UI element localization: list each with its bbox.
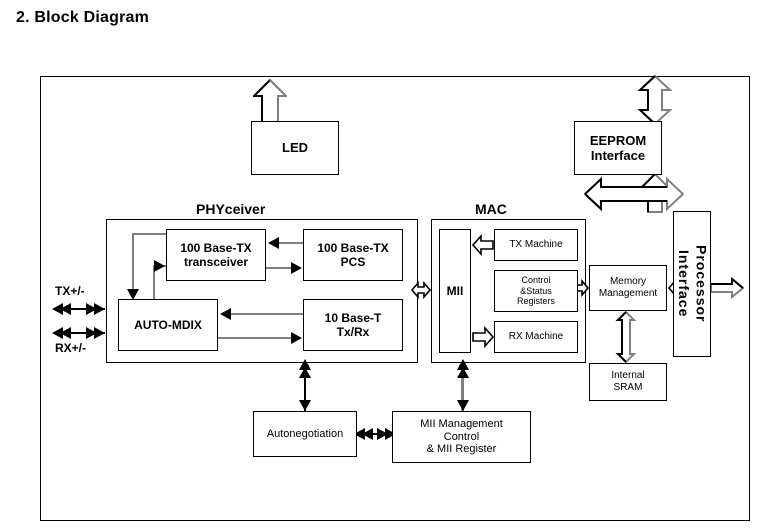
phy-mac-bidirectional-arrow-icon: [411, 279, 431, 301]
processor-interface-output-arrow-icon: [710, 277, 744, 299]
arrowhead-mac-miimgmt-up-inner: [457, 367, 469, 378]
block-eeprom-interface[interactable]: EEPROM Interface: [574, 121, 662, 175]
arrowhead-phyceiver-autoneg-up: [299, 359, 311, 370]
arrow-line-phyceiver-autoneg: [304, 363, 306, 411]
memory-sram-bus-arrow-icon: [615, 311, 637, 363]
arrow-line-automdix-to-10baset: [218, 337, 292, 339]
block-mii[interactable]: MII: [439, 229, 471, 353]
block-autonegotiation[interactable]: Autonegotiation: [253, 411, 357, 457]
block-auto-mdix[interactable]: AUTO-MDIX: [118, 299, 218, 351]
arrowhead-pcs-to-transceiver: [268, 237, 279, 249]
eeprom-bidirectional-arrow-icon: [638, 75, 672, 125]
block-mii-management[interactable]: MII Management Control & MII Register: [392, 411, 531, 463]
arrow-line-transceiver-to-pcs: [266, 267, 292, 269]
arrowhead-transceiver-to-pcs: [291, 262, 302, 274]
arrowhead-tx-pair-right-inner: [86, 303, 97, 315]
arrowhead-tx-pair-left: [52, 303, 63, 315]
block-internal-sram[interactable]: Internal SRAM: [589, 363, 667, 401]
block-10base-t-txrx[interactable]: 10 Base-T Tx/Rx: [303, 299, 403, 351]
arrowhead-rx-pair-right: [94, 327, 105, 339]
diagram-frame: LED EEPROM Interface PHYceiver 100 Base-…: [40, 75, 750, 521]
block-rx-machine[interactable]: RX Machine: [494, 321, 578, 353]
tx-machine-to-mii-arrow-icon: [472, 234, 494, 256]
arrowhead-phyceiver-autoneg-up-inner: [299, 367, 311, 378]
block-control-status-registers[interactable]: Control &Status Registers: [494, 270, 578, 312]
arrow-line-mac-miimgmt: [461, 363, 464, 411]
block-memory-management[interactable]: Memory Management: [589, 265, 667, 311]
arrow-line-10baset-to-automdix: [231, 313, 303, 315]
page-title: 2. Block Diagram: [16, 9, 150, 26]
arrow-line-transceiver-to-automdix-horizontal: [132, 233, 168, 235]
arrowhead-tx-pair-right: [94, 303, 105, 315]
arrowhead-rx-pair-left-inner: [60, 327, 71, 339]
block-100base-tx-pcs[interactable]: 100 Base-TX PCS: [303, 229, 403, 281]
arrow-line-automdix-to-transceiver-vertical: [153, 265, 155, 301]
block-100base-tx-transceiver[interactable]: 100 Base-TX transceiver: [166, 229, 266, 281]
label-rx-pair: RX+/-: [55, 341, 87, 355]
mii-to-rx-machine-arrow-icon: [471, 326, 494, 348]
arrow-line-autoneg-miimgmt: [363, 433, 387, 435]
led-output-arrow-icon: [253, 79, 287, 123]
arrowhead-autoneg-miimgmt-right: [385, 428, 396, 440]
arrowhead-automdix-to-transceiver: [154, 260, 165, 272]
arrowhead-rx-pair-left: [52, 327, 63, 339]
label-tx-pair: TX+/-: [55, 284, 85, 298]
arrowhead-10baset-to-automdix: [220, 308, 231, 320]
processor-interface-label: Processor Interface: [676, 245, 710, 323]
arrowhead-autoneg-miimgmt-left: [354, 428, 365, 440]
arrowhead-tx-pair-left-inner: [60, 303, 71, 315]
arrowhead-autoneg-miimgmt-right-inner: [377, 428, 388, 440]
arrowhead-autoneg-miimgmt-left-inner: [362, 428, 373, 440]
arrowhead-mac-miimgmt-down: [457, 400, 469, 411]
mac-processor-bus-arrow-icon: [584, 175, 684, 213]
arrow-line-transceiver-to-automdix-vertical: [132, 233, 134, 291]
arrow-line-rx-pair: [63, 332, 105, 334]
block-processor-interface[interactable]: Processor Interface: [673, 211, 711, 357]
block-tx-machine[interactable]: TX Machine: [494, 229, 578, 261]
arrowhead-phyceiver-autoneg-down: [299, 400, 311, 411]
block-led[interactable]: LED: [251, 121, 339, 175]
arrowhead-mac-miimgmt-up: [457, 359, 469, 370]
arrowhead-transceiver-to-automdix: [127, 289, 139, 300]
arrowhead-automdix-to-10baset: [291, 332, 302, 344]
group-label-phyceiver: PHYceiver: [196, 201, 266, 217]
arrow-line-tx-pair: [63, 308, 105, 310]
group-label-mac: MAC: [475, 201, 507, 217]
arrow-line-pcs-to-transceiver: [279, 242, 303, 244]
arrowhead-rx-pair-right-inner: [86, 327, 97, 339]
